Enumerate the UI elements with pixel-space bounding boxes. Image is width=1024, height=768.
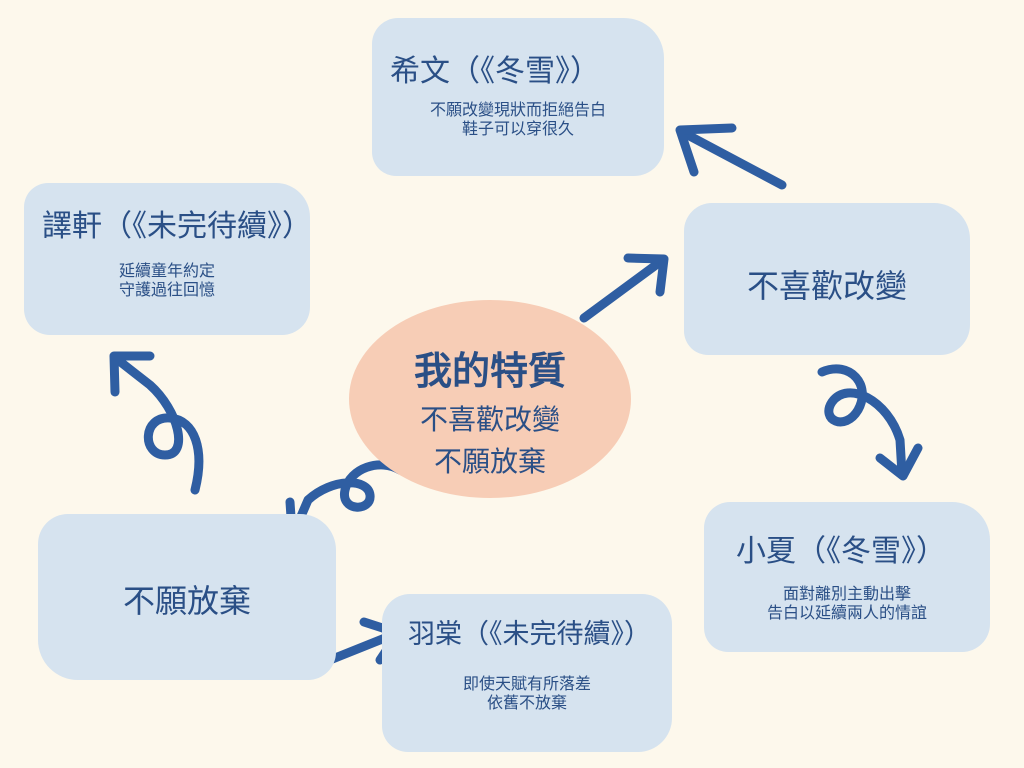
node-yixuan-line-2: 守護過往回憶 xyxy=(118,280,215,299)
node-yixuan-line-1: 延續童年約定 xyxy=(118,261,215,280)
node-xiaoxia-line-1: 面對離別主動出擊 xyxy=(782,584,911,603)
node-xiwen-title: 希文（《冬雪》） xyxy=(390,54,600,89)
node-change: 不喜歡改變 xyxy=(684,203,970,355)
arrow-center-to-change-head xyxy=(623,253,669,297)
node-yixuan-title: 譯軒（《未完待續》） xyxy=(42,209,312,244)
arrow-giveup-to-yixuan-head xyxy=(109,351,155,397)
arrow-center-to-change xyxy=(579,257,665,323)
center-title: 我的特質 xyxy=(413,349,566,393)
node-giveup: 不願放棄 xyxy=(38,514,336,680)
center-line-1: 不喜歡改變 xyxy=(419,403,560,436)
node-yutang: 羽棠（《未完待續》） 即使天賦有所落差 依舊不放棄 xyxy=(382,594,672,752)
node-xiaoxia-title: 小夏（《冬雪》） xyxy=(736,534,946,569)
node-yutang-line-2: 依舊不放棄 xyxy=(486,693,567,712)
node-xiaoxia-line-2: 告白以延續兩人的情誼 xyxy=(766,603,927,622)
arrow-center-to-giveup xyxy=(291,460,405,533)
node-change-label: 不喜歡改變 xyxy=(746,267,907,305)
node-yixuan: 譯軒（《未完待續》） 延續童年約定 守護過往回憶 xyxy=(24,183,312,335)
node-giveup-label: 不願放棄 xyxy=(122,582,251,620)
arrow-change-to-xiwen-head xyxy=(675,123,737,177)
node-xiwen: 希文（《冬雪》） 不願改變現狀而拒絕告白 鞋子可以穿很久 xyxy=(372,18,664,176)
arrow-giveup-to-yixuan xyxy=(113,355,204,495)
node-xiwen-line-2: 鞋子可以穿很久 xyxy=(461,119,574,138)
arrow-change-to-xiwen xyxy=(679,128,787,190)
center-node: 我的特質 不喜歡改變 不願放棄 xyxy=(349,300,631,498)
arrow-change-to-xiaoxia-head xyxy=(875,443,923,481)
node-xiaoxia: 小夏（《冬雪》） 面對離別主動出擊 告白以延續兩人的情誼 xyxy=(704,502,990,652)
node-yutang-line-1: 即使天賦有所落差 xyxy=(462,674,591,693)
arrow-change-to-xiaoxia xyxy=(817,364,907,479)
center-line-2: 不願放棄 xyxy=(433,445,546,478)
node-yutang-title: 羽棠（《未完待續》） xyxy=(408,619,651,650)
node-xiwen-line-1: 不願改變現狀而拒絕告白 xyxy=(429,100,606,119)
